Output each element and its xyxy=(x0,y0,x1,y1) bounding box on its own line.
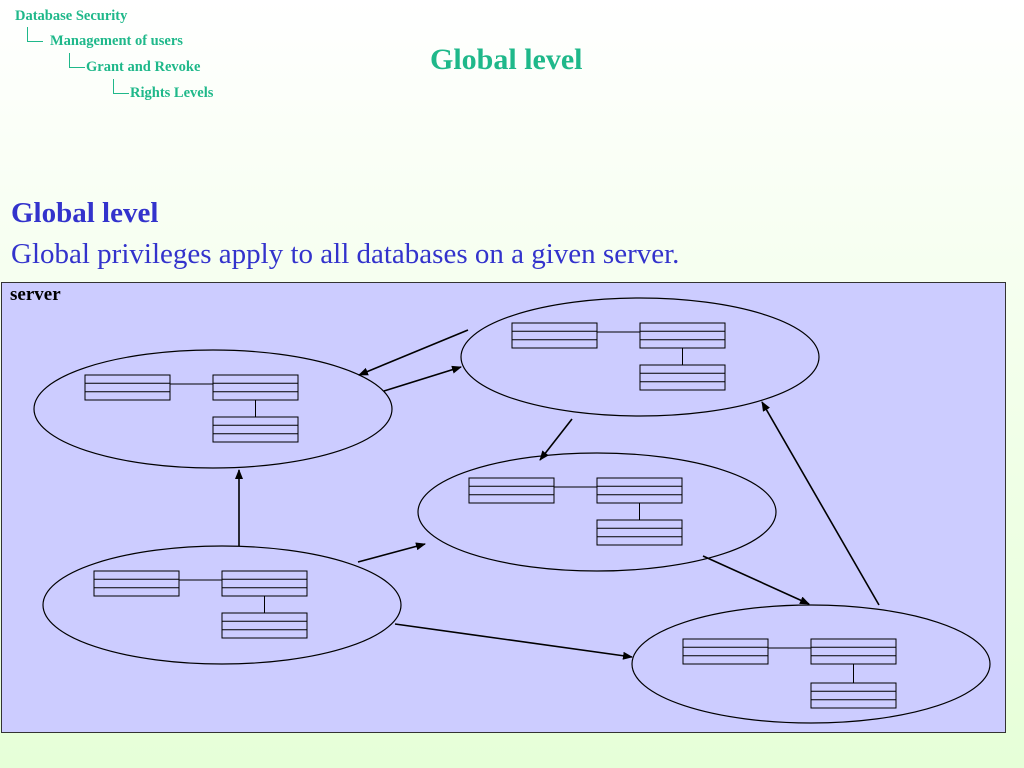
database-node xyxy=(42,545,402,665)
table-icon xyxy=(639,364,726,391)
arrow xyxy=(539,418,573,461)
table-icon xyxy=(221,570,308,597)
table-icon xyxy=(810,682,897,709)
database-ellipse xyxy=(460,297,820,417)
table-icon xyxy=(212,374,299,401)
breadcrumb-item-rights-levels[interactable]: Rights Levels xyxy=(130,85,214,101)
arrow xyxy=(357,542,426,563)
content-description: Global privileges apply to all databases… xyxy=(11,238,680,270)
database-ellipse xyxy=(42,545,402,665)
content-heading: Global level xyxy=(11,197,159,229)
breadcrumb-item-management-of-users[interactable]: Management of users xyxy=(50,33,183,49)
database-ellipse xyxy=(417,452,777,572)
table-icon xyxy=(84,374,171,401)
database-node xyxy=(33,349,393,469)
arrow xyxy=(394,623,633,660)
breadcrumb-item-grant-and-revoke[interactable]: Grant and Revoke xyxy=(86,59,201,75)
breadcrumb-connector xyxy=(69,53,85,68)
database-ellipse xyxy=(631,604,991,724)
table-icon xyxy=(639,322,726,349)
arrow xyxy=(358,329,469,376)
database-node xyxy=(417,452,777,572)
table-icon xyxy=(596,477,683,504)
breadcrumb-item-database-security[interactable]: Database Security xyxy=(15,8,128,24)
table-icon xyxy=(596,519,683,546)
database-node xyxy=(460,297,820,417)
breadcrumb-connector xyxy=(27,27,43,42)
database-ellipse xyxy=(33,349,393,469)
table-icon xyxy=(212,416,299,443)
relationship-arrows xyxy=(235,329,880,660)
server-label: server xyxy=(10,284,61,305)
arrow xyxy=(761,401,880,606)
slide-title: Global level xyxy=(430,43,583,76)
arrow xyxy=(702,555,810,605)
table-link xyxy=(768,647,854,683)
table-link xyxy=(554,486,640,520)
table-icon xyxy=(511,322,598,349)
arrow xyxy=(383,365,462,392)
breadcrumb-connector xyxy=(113,79,129,94)
table-icon xyxy=(93,570,180,597)
table-link xyxy=(179,579,265,613)
table-icon xyxy=(810,638,897,665)
server-container xyxy=(1,282,1006,733)
table-link xyxy=(597,331,683,365)
table-icon xyxy=(682,638,769,665)
table-icon xyxy=(221,612,308,639)
database-node xyxy=(631,604,991,724)
table-link xyxy=(170,383,256,417)
table-icon xyxy=(468,477,555,504)
